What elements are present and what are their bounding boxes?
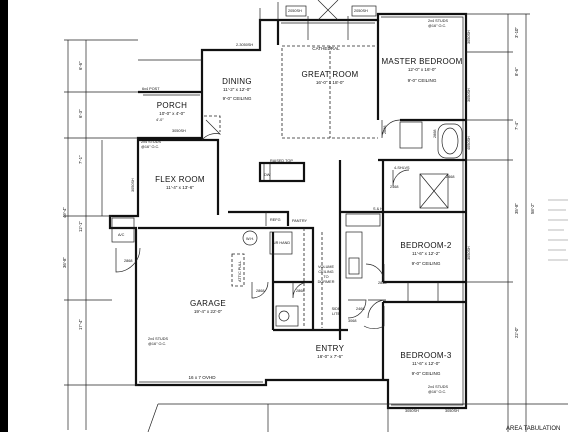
- studs-label-garage-1: 2x4 STUDS: [148, 337, 169, 341]
- dim-left-c: 7'-1": [78, 155, 83, 164]
- room-labels: GREAT ROOM 16'-0" x 18'-0" CATHEDRAL MAS…: [142, 46, 462, 380]
- dim-left-b: 6'-3": [78, 109, 83, 118]
- blueprint-sheet: GREAT ROOM 16'-0" x 18'-0" CATHEDRAL MAS…: [8, 0, 576, 432]
- interior-walls: [111, 20, 466, 380]
- door-tag-garage: 2868: [124, 259, 132, 263]
- studs-label-bottom-2: @16" O.C.: [428, 390, 446, 394]
- refrigerator-label: REFG: [270, 218, 281, 222]
- side-lite-line-1: SIDE: [332, 307, 341, 311]
- porch-size: 10'-0" x 4'-0": [159, 111, 185, 116]
- window-tag-flex: 3050SH: [131, 178, 135, 192]
- air-handler-label: AIR HAND: [272, 241, 290, 245]
- dim-right-e: 58'-2": [530, 203, 535, 214]
- master-bedroom-ceiling: 9'-0" CEILING: [408, 78, 437, 83]
- dim-left-a: 6'-6": [78, 61, 83, 70]
- dim-left-outer: 49'-4": [62, 207, 67, 218]
- garage-size: 19'-4" x 22'-0": [194, 309, 223, 314]
- door-tag-master-closet: 2468: [446, 175, 454, 179]
- flex-room-name: FLEX ROOM: [155, 175, 205, 184]
- door-tag-laundry: 2868: [256, 289, 264, 293]
- shelves-label: 4-SHLVS: [394, 166, 410, 170]
- dim-left-e: 36'-8": [62, 257, 67, 268]
- dim-left-f: 17'-4": [78, 319, 83, 330]
- attic-pull-label: ATTIC PULL: [238, 261, 242, 282]
- door-tag-master: 2868: [383, 126, 387, 134]
- window-tag-dining: 2-3050SH: [236, 43, 253, 47]
- dim-right-f: 22'-0": [514, 327, 519, 338]
- entry-name: ENTRY: [316, 344, 345, 353]
- window-tag-right-1: 3050SH: [467, 30, 471, 44]
- water-heater-label: W.H.: [246, 237, 254, 241]
- ceiling-lines: [204, 16, 378, 328]
- studs-label-top-1: 2x4 STUDS: [428, 19, 449, 23]
- dimension-text: 6'-6" 6'-3" 7'-1" 12'-1" 17'-4" 49'-4" 3…: [62, 27, 535, 338]
- entry-size: 16'-0" x 7'-6": [317, 354, 343, 359]
- dim-right-a: 3'-10": [514, 27, 519, 38]
- floor-plan: GREAT ROOM 16'-0" x 18'-0" CATHEDRAL MAS…: [62, 0, 568, 432]
- window-tag-right-4: 3050SH: [467, 246, 471, 260]
- door-tag-utility: 2868: [296, 289, 304, 293]
- door-tag-bedroom-2: 2868: [378, 281, 386, 285]
- area-tabulation-label: AREA TABULATION: [506, 426, 560, 432]
- window-tag-porch: 3050SH: [172, 129, 186, 133]
- bedroom-2-ceiling: 9'-0" CEILING: [412, 261, 441, 266]
- window-tag-top-left: 2050SH: [288, 9, 302, 13]
- porch-dim: 4'-0": [156, 118, 164, 122]
- studs-label-flex-2: @16" O.C.: [141, 145, 159, 149]
- dining-ceiling: 9'-0" CEILING: [223, 96, 252, 101]
- volume-line-2: CEILING: [318, 270, 333, 274]
- dim-right-c: 7'-4": [514, 121, 519, 130]
- side-lite-line-2: LITE: [332, 312, 340, 316]
- cathedral-label: CATHEDRAL: [312, 46, 340, 51]
- window-tag-right-2: 3050SH: [467, 88, 471, 102]
- door-tag-entry: 3068: [348, 319, 356, 323]
- master-bedroom-size: 12'-0" x 16'-0": [408, 67, 437, 72]
- studs-label-flex-1: 2x4 STUDS: [141, 140, 162, 144]
- porch-name: PORCH: [157, 101, 187, 110]
- window-tag-top-right: 2050SH: [354, 9, 368, 13]
- window-tag-bottom-right: 3050SH: [445, 409, 459, 413]
- garage-door-label: 16 x 7 OVHD: [188, 375, 216, 380]
- studs-label-bottom-1: 2x4 STUDS: [428, 385, 449, 389]
- dim-left-d: 12'-1": [78, 221, 83, 232]
- volume-line-3: TO: [323, 275, 328, 279]
- great-room-name: GREAT ROOM: [302, 70, 359, 79]
- great-room-size: 16'-0" x 18'-0": [316, 80, 345, 85]
- door-tag-closet: 2468: [390, 185, 398, 189]
- volume-line-4: DORMER: [318, 280, 335, 284]
- bedroom-3-name: BEDROOM-3: [400, 351, 451, 360]
- garage-name: GARAGE: [190, 299, 226, 308]
- bedroom-3-ceiling: 9'-0" CEILING: [412, 371, 441, 376]
- pantry-label: PANTRY: [292, 219, 308, 223]
- dimension-lines: [64, 0, 568, 432]
- bedroom-3-size: 11'-6" x 12'-0": [412, 361, 440, 366]
- bedroom-2-name: BEDROOM-2: [400, 241, 451, 250]
- fixture-labels: RAISED TOP DW REFG PANTRY W.H. A/C AIR H…: [118, 19, 449, 394]
- door-tag-master-bath: 2868: [433, 130, 437, 138]
- studs-label-top-2: @16" O.C.: [428, 24, 446, 28]
- door-tag-hall: 2468: [356, 307, 364, 311]
- dim-right-d: 35'-8": [514, 203, 519, 214]
- window-door-tags: 2050SH 2050SH 2-3050SH 3050SH 3050SH 305…: [124, 5, 471, 413]
- flex-room-size: 11'-4" x 13'-6": [166, 185, 194, 190]
- dining-name: DINING: [222, 77, 252, 86]
- porch-post-label: 6x4 POST: [142, 87, 160, 91]
- dim-right-b: 8'-6": [514, 67, 519, 76]
- raised-top-label: RAISED TOP: [270, 159, 293, 163]
- bedroom-2-size: 11'-6" x 12'-2": [412, 251, 440, 256]
- window-tag-bottom-left: 3050SH: [405, 409, 419, 413]
- faint-annotations: [548, 199, 568, 261]
- master-bedroom-name: MASTER BEDROOM: [381, 57, 462, 66]
- studs-label-garage-2: @16" O.C.: [148, 342, 166, 346]
- volume-line-1: VOLUME: [318, 265, 335, 269]
- sh-label: S & H: [373, 207, 383, 211]
- window-tag-right-3: 4050SH: [467, 136, 471, 150]
- dining-size: 11'-2" x 12'-0": [223, 87, 251, 92]
- ac-label: A/C: [118, 233, 125, 237]
- dishwasher-label: DW: [264, 173, 271, 177]
- door-swings: [115, 119, 410, 330]
